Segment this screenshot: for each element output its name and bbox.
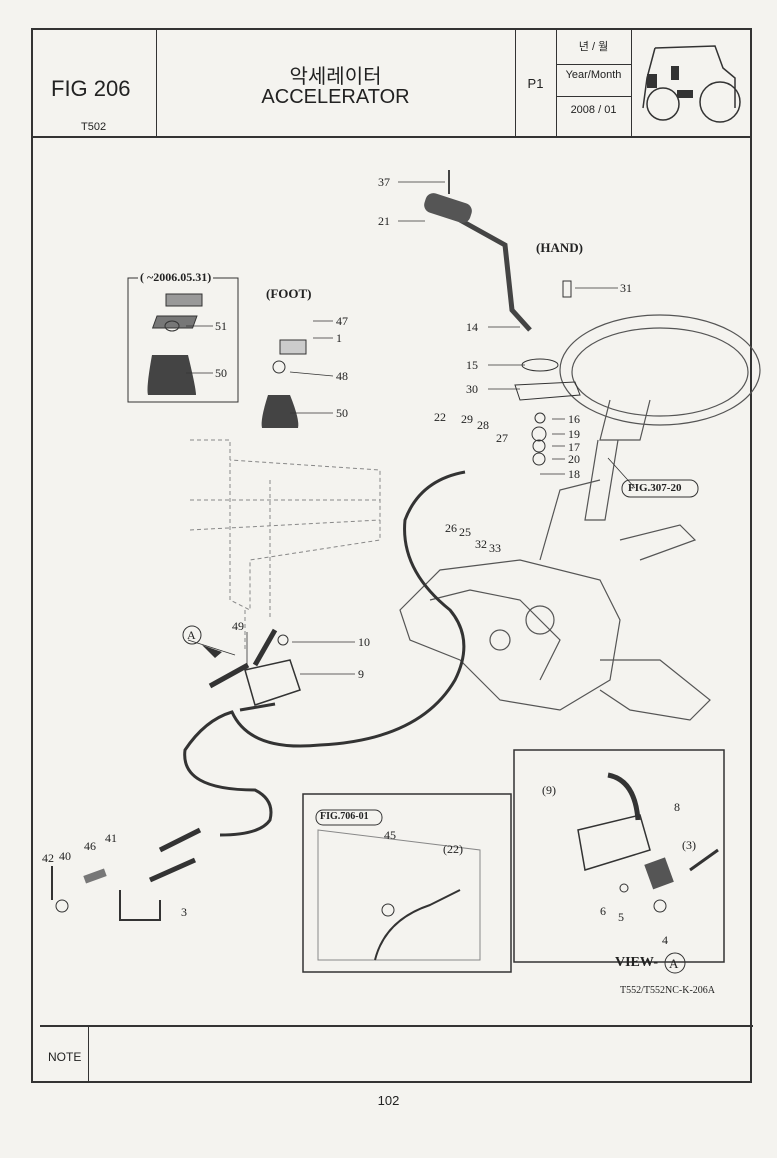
hand-label: (HAND) xyxy=(536,240,583,255)
view-letter-circle xyxy=(664,952,686,974)
inset-fig706 xyxy=(302,793,512,973)
callout-41: 41 xyxy=(105,831,117,845)
callout-14: 14 xyxy=(466,320,478,334)
title-korean: 악세레이터 xyxy=(289,66,382,88)
note-section: NOTE xyxy=(40,1025,753,1083)
callout-21: 21 xyxy=(378,214,390,228)
header-block: FIG 206 T502 악세레이터 ACCELERATOR P1 년 / 월 … xyxy=(31,28,752,138)
note-label: NOTE xyxy=(48,1050,82,1064)
accelerator-cable xyxy=(51,470,466,921)
callout-17: 17 xyxy=(568,440,580,454)
callout-3-ref: (3) xyxy=(682,838,696,852)
tractor-icon xyxy=(642,45,741,123)
callout-15: 15 xyxy=(466,358,478,372)
callout-10: 10 xyxy=(358,635,370,649)
fig706-reference: FIG.706-01 xyxy=(320,811,369,822)
foot-label: (FOOT) xyxy=(266,286,312,301)
leader-lines xyxy=(186,181,636,675)
callout-33: 33 xyxy=(489,541,501,555)
callout-20: 20 xyxy=(568,452,580,466)
arrow-letter: A xyxy=(187,628,196,642)
foot-pedal xyxy=(127,277,307,428)
old-version-label: ( ~2006.05.31) xyxy=(138,270,214,285)
view-letter: A xyxy=(669,956,679,971)
title-english: ACCELERATOR xyxy=(261,86,410,108)
steering-wheel xyxy=(559,314,761,521)
callout-31: 31 xyxy=(620,281,632,295)
callout-46: 46 xyxy=(84,839,96,853)
callout-9: 9 xyxy=(358,667,364,681)
callout-18: 18 xyxy=(568,467,580,481)
callout-8: 8 xyxy=(674,800,680,814)
tractor-frame-outline xyxy=(189,439,381,650)
callout-9-ref: (9) xyxy=(542,783,556,797)
callout-4: 4 xyxy=(662,933,668,947)
callout-26: 26 xyxy=(445,521,457,535)
fig307-reference: FIG.307-20 xyxy=(628,482,682,494)
callout-45: 45 xyxy=(384,828,396,842)
header-divider xyxy=(156,28,157,136)
header-divider xyxy=(515,28,516,136)
callout-40: 40 xyxy=(59,849,71,863)
inset-view-a xyxy=(513,749,725,963)
hand-lever xyxy=(424,170,581,466)
header-divider xyxy=(556,28,557,136)
date-label: Year/Month xyxy=(565,69,622,81)
callout-3: 3 xyxy=(181,905,187,919)
callout-32: 32 xyxy=(475,537,487,551)
callout-49: 49 xyxy=(232,619,244,633)
fig-number: FIG 206 xyxy=(51,76,131,101)
date-value: 2008 / 01 xyxy=(570,104,617,116)
callout-19: 19 xyxy=(568,427,580,441)
fig706-badge xyxy=(315,809,383,826)
callout-6: 6 xyxy=(600,904,606,918)
callout-16: 16 xyxy=(568,412,580,426)
model-code: T502 xyxy=(81,121,107,133)
callout-37: 37 xyxy=(378,175,390,189)
header-divider xyxy=(631,28,632,136)
fig307-badge xyxy=(621,479,699,498)
callout-29: 29 xyxy=(461,412,473,426)
callout-50-old: 50 xyxy=(215,366,227,380)
page-frame xyxy=(31,28,752,1083)
callout-42: 42 xyxy=(42,851,54,865)
callout-27: 27 xyxy=(496,431,508,445)
arrow-icon xyxy=(182,625,222,658)
callout-5: 5 xyxy=(618,910,624,924)
callout-50: 50 xyxy=(336,406,348,420)
callout-51: 51 xyxy=(215,319,227,333)
view-label: VIEW- xyxy=(615,955,659,970)
drawing-code: T552/T552NC-K-206A xyxy=(620,985,715,996)
pedal-bracket xyxy=(208,628,301,712)
page-number: 102 xyxy=(377,1093,400,1108)
callout-1: 1 xyxy=(336,331,342,345)
callout-48: 48 xyxy=(336,369,348,383)
callout-30: 30 xyxy=(466,382,478,396)
date-label-korean: 년 / 월 xyxy=(578,41,609,53)
callout-22: 22 xyxy=(434,410,446,424)
callout-28: 28 xyxy=(477,418,489,432)
transmission-housing xyxy=(399,479,711,721)
page-code: P1 xyxy=(527,76,544,91)
callout-25: 25 xyxy=(459,525,471,539)
callout-47: 47 xyxy=(336,314,348,328)
callout-22-ref: (22) xyxy=(443,842,463,856)
